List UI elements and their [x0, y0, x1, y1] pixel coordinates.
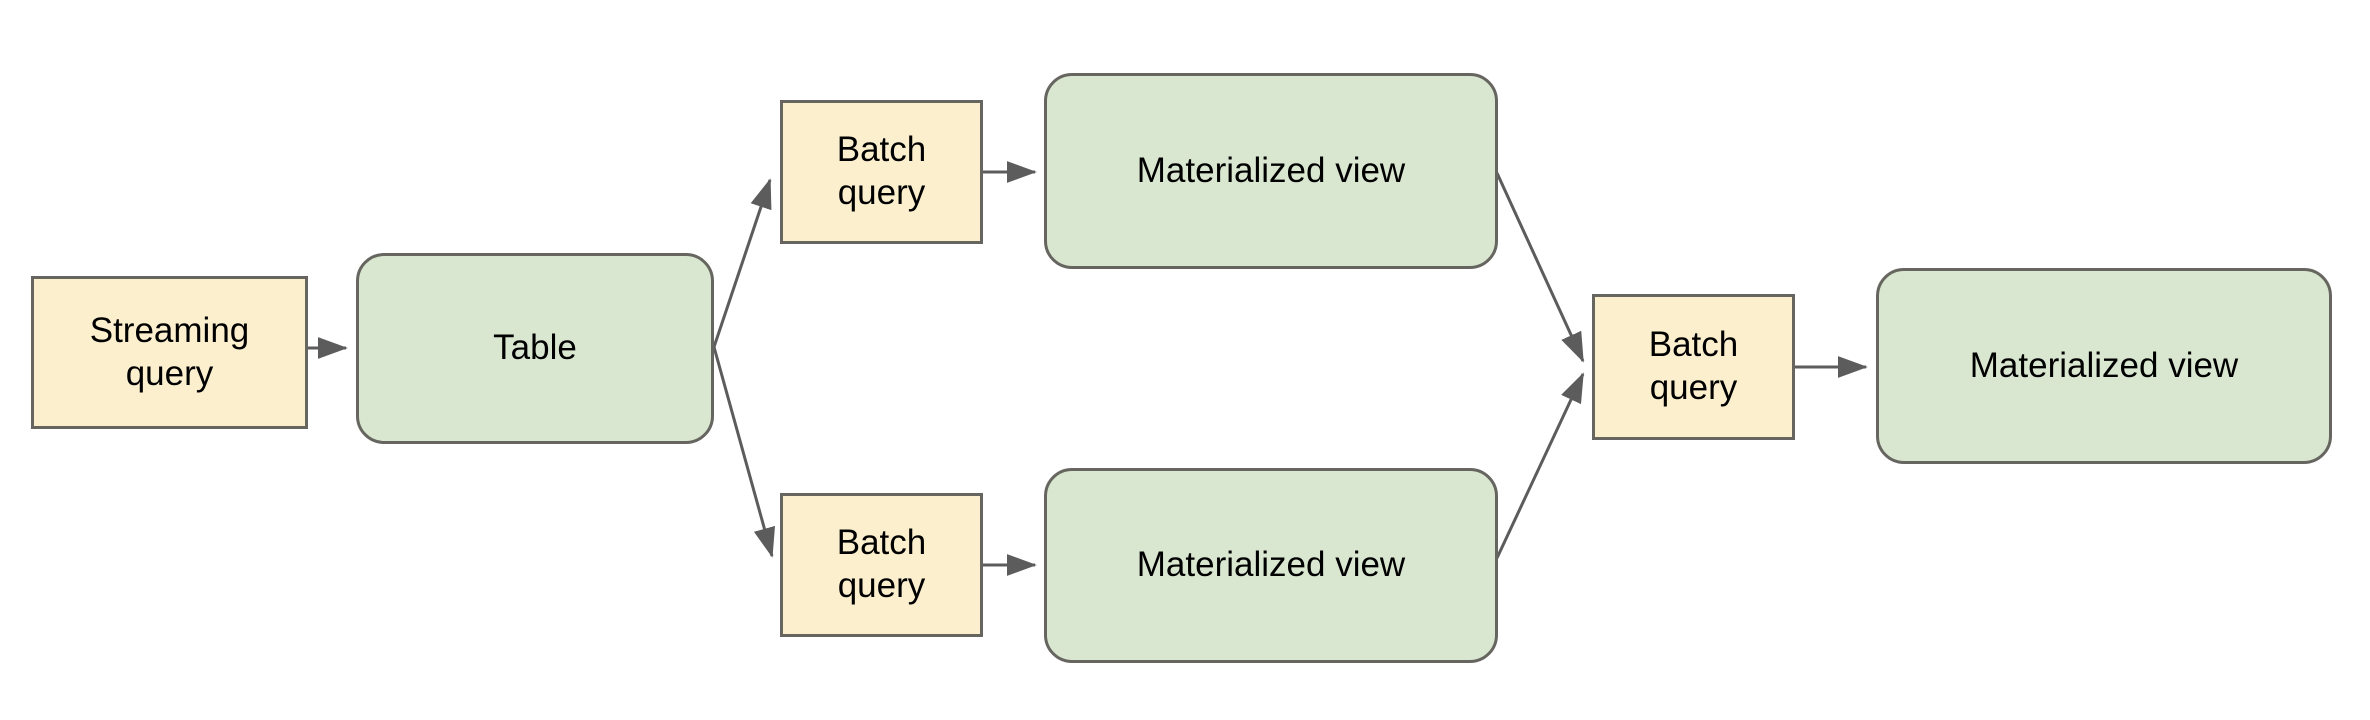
- node-table[interactable]: Table: [356, 253, 714, 444]
- node-label: Materialized view: [1969, 345, 2239, 385]
- edge-table-to-batch-query-bottom: [712, 346, 776, 558]
- node-label: Materialized view: [1136, 545, 1406, 585]
- node-label: Streaming query: [89, 310, 250, 393]
- node-materialized-view-bottom[interactable]: Materialized view: [1044, 468, 1498, 663]
- node-batch-query-center[interactable]: Batch query: [1592, 294, 1795, 440]
- edge-materialized-view-bottom-to-batch-query-center: [1495, 372, 1585, 559]
- node-materialized-view-top[interactable]: Materialized view: [1044, 73, 1498, 269]
- edge-table-to-batch-query-top: [712, 178, 772, 348]
- node-label: Table: [493, 328, 577, 368]
- node-label: Batch query: [836, 130, 927, 212]
- node-batch-query-bottom[interactable]: Batch query: [780, 493, 983, 637]
- node-materialized-view-right[interactable]: Materialized view: [1876, 268, 2332, 464]
- node-streaming-query[interactable]: Streaming query: [31, 276, 308, 429]
- node-label: Materialized view: [1136, 150, 1406, 190]
- node-label: Batch query: [836, 523, 927, 605]
- node-label: Batch query: [1648, 325, 1739, 407]
- node-batch-query-top[interactable]: Batch query: [780, 100, 983, 244]
- edge-materialized-view-top-to-batch-query-center: [1495, 172, 1585, 363]
